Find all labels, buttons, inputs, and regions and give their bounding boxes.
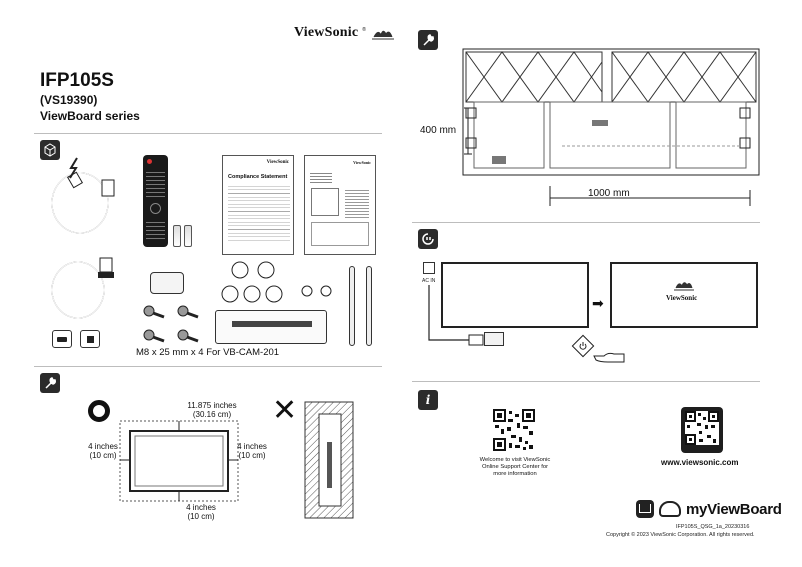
ok-symbol [88, 400, 110, 422]
cable-clips-icon [221, 261, 283, 303]
hdmi-port-icon [52, 330, 72, 348]
screw-caps-icon [301, 285, 332, 297]
stylus-pen [349, 266, 355, 346]
divider [412, 381, 760, 382]
usb-port-icon [80, 330, 100, 348]
compliance-booklet: ViewSonic Compliance Statement [222, 155, 294, 255]
wall-outlet-icon [423, 262, 435, 274]
myviewboard-logo: myViewBoard [636, 500, 782, 518]
plug-icon [418, 229, 438, 249]
stylus-pen [366, 266, 372, 346]
quick-start-booklet: ViewSonic [304, 155, 376, 255]
booklet-title: Compliance Statement [228, 174, 288, 180]
book-icon [636, 500, 654, 518]
doc-code: IFP105S_QSG_1a_20230316 [676, 524, 750, 530]
power-cable-path [428, 285, 484, 346]
adapter-icon [150, 272, 184, 294]
remote-control [143, 155, 168, 247]
vesa-height-label: 400 mm [420, 125, 457, 136]
cloud-icon [659, 501, 681, 517]
power-icon [579, 342, 587, 350]
display-off [441, 262, 589, 328]
booklet-brand: ViewSonic [353, 160, 371, 165]
rear-panel-diagram [462, 48, 760, 176]
battery-icon [184, 225, 192, 247]
ac-in-label: AC IN [422, 278, 436, 284]
right-clearance-label: 4 inches (10 cm) [237, 442, 267, 460]
product-series: ViewBoard series [40, 109, 140, 123]
wall-recess-diagram [304, 401, 354, 519]
power-button[interactable] [571, 334, 595, 358]
website-qr-code [685, 411, 719, 445]
hand-press-icon [593, 352, 625, 363]
camera-bracket [215, 310, 327, 344]
brand-trademark: ® [362, 27, 366, 33]
port-detail [484, 332, 504, 346]
screws-icon [143, 305, 199, 343]
wrench-icon [40, 373, 60, 393]
copyright: Copyright © 2023 ViewSonic Corporation. … [606, 532, 755, 538]
power-cable-icon [51, 157, 115, 234]
screen-brand: ViewSonic [666, 294, 698, 302]
top-clearance-label: 11.875 inches (30.16 cm) [187, 401, 237, 419]
wrench-icon [418, 30, 438, 50]
bottom-clearance-label: 4 inches (10 cm) [186, 503, 216, 521]
battery-icon [173, 225, 181, 247]
support-qr-code [493, 409, 535, 451]
vesa-width-label: 1000 mm [588, 188, 630, 199]
no-symbol: ✕ [272, 393, 298, 428]
product-model: IFP105S [40, 70, 114, 91]
divider [34, 366, 382, 367]
left-clearance-label: 4 inches (10 cm) [88, 442, 118, 460]
clearance-diagram [119, 420, 239, 502]
support-text: Welcome to visit ViewSonic Online Suppor… [479, 457, 551, 477]
box-icon [40, 140, 60, 160]
app-name: myViewBoard [686, 500, 782, 518]
vesa-width-line [549, 190, 751, 206]
birds-logo-icon [674, 282, 694, 291]
brand-name: ViewSonic [294, 25, 359, 40]
website-qr-card [681, 407, 723, 453]
display-on: ViewSonic [610, 262, 758, 328]
divider [34, 133, 382, 134]
product-code: (VS19390) [40, 93, 98, 107]
brand-logo: ViewSonic ® [294, 25, 396, 41]
website-link[interactable]: www.viewsonic.com [661, 458, 739, 467]
arrow-right-icon: ➡ [592, 296, 604, 312]
hdmi-cable-icon [51, 257, 114, 319]
screw-caption: M8 x 25 mm x 4 For VB-CAM-201 [136, 347, 280, 358]
booklet-brand: ViewSonic [266, 160, 289, 165]
info-icon: i [418, 390, 438, 410]
divider [412, 222, 760, 223]
birds-logo-icon [371, 30, 394, 40]
